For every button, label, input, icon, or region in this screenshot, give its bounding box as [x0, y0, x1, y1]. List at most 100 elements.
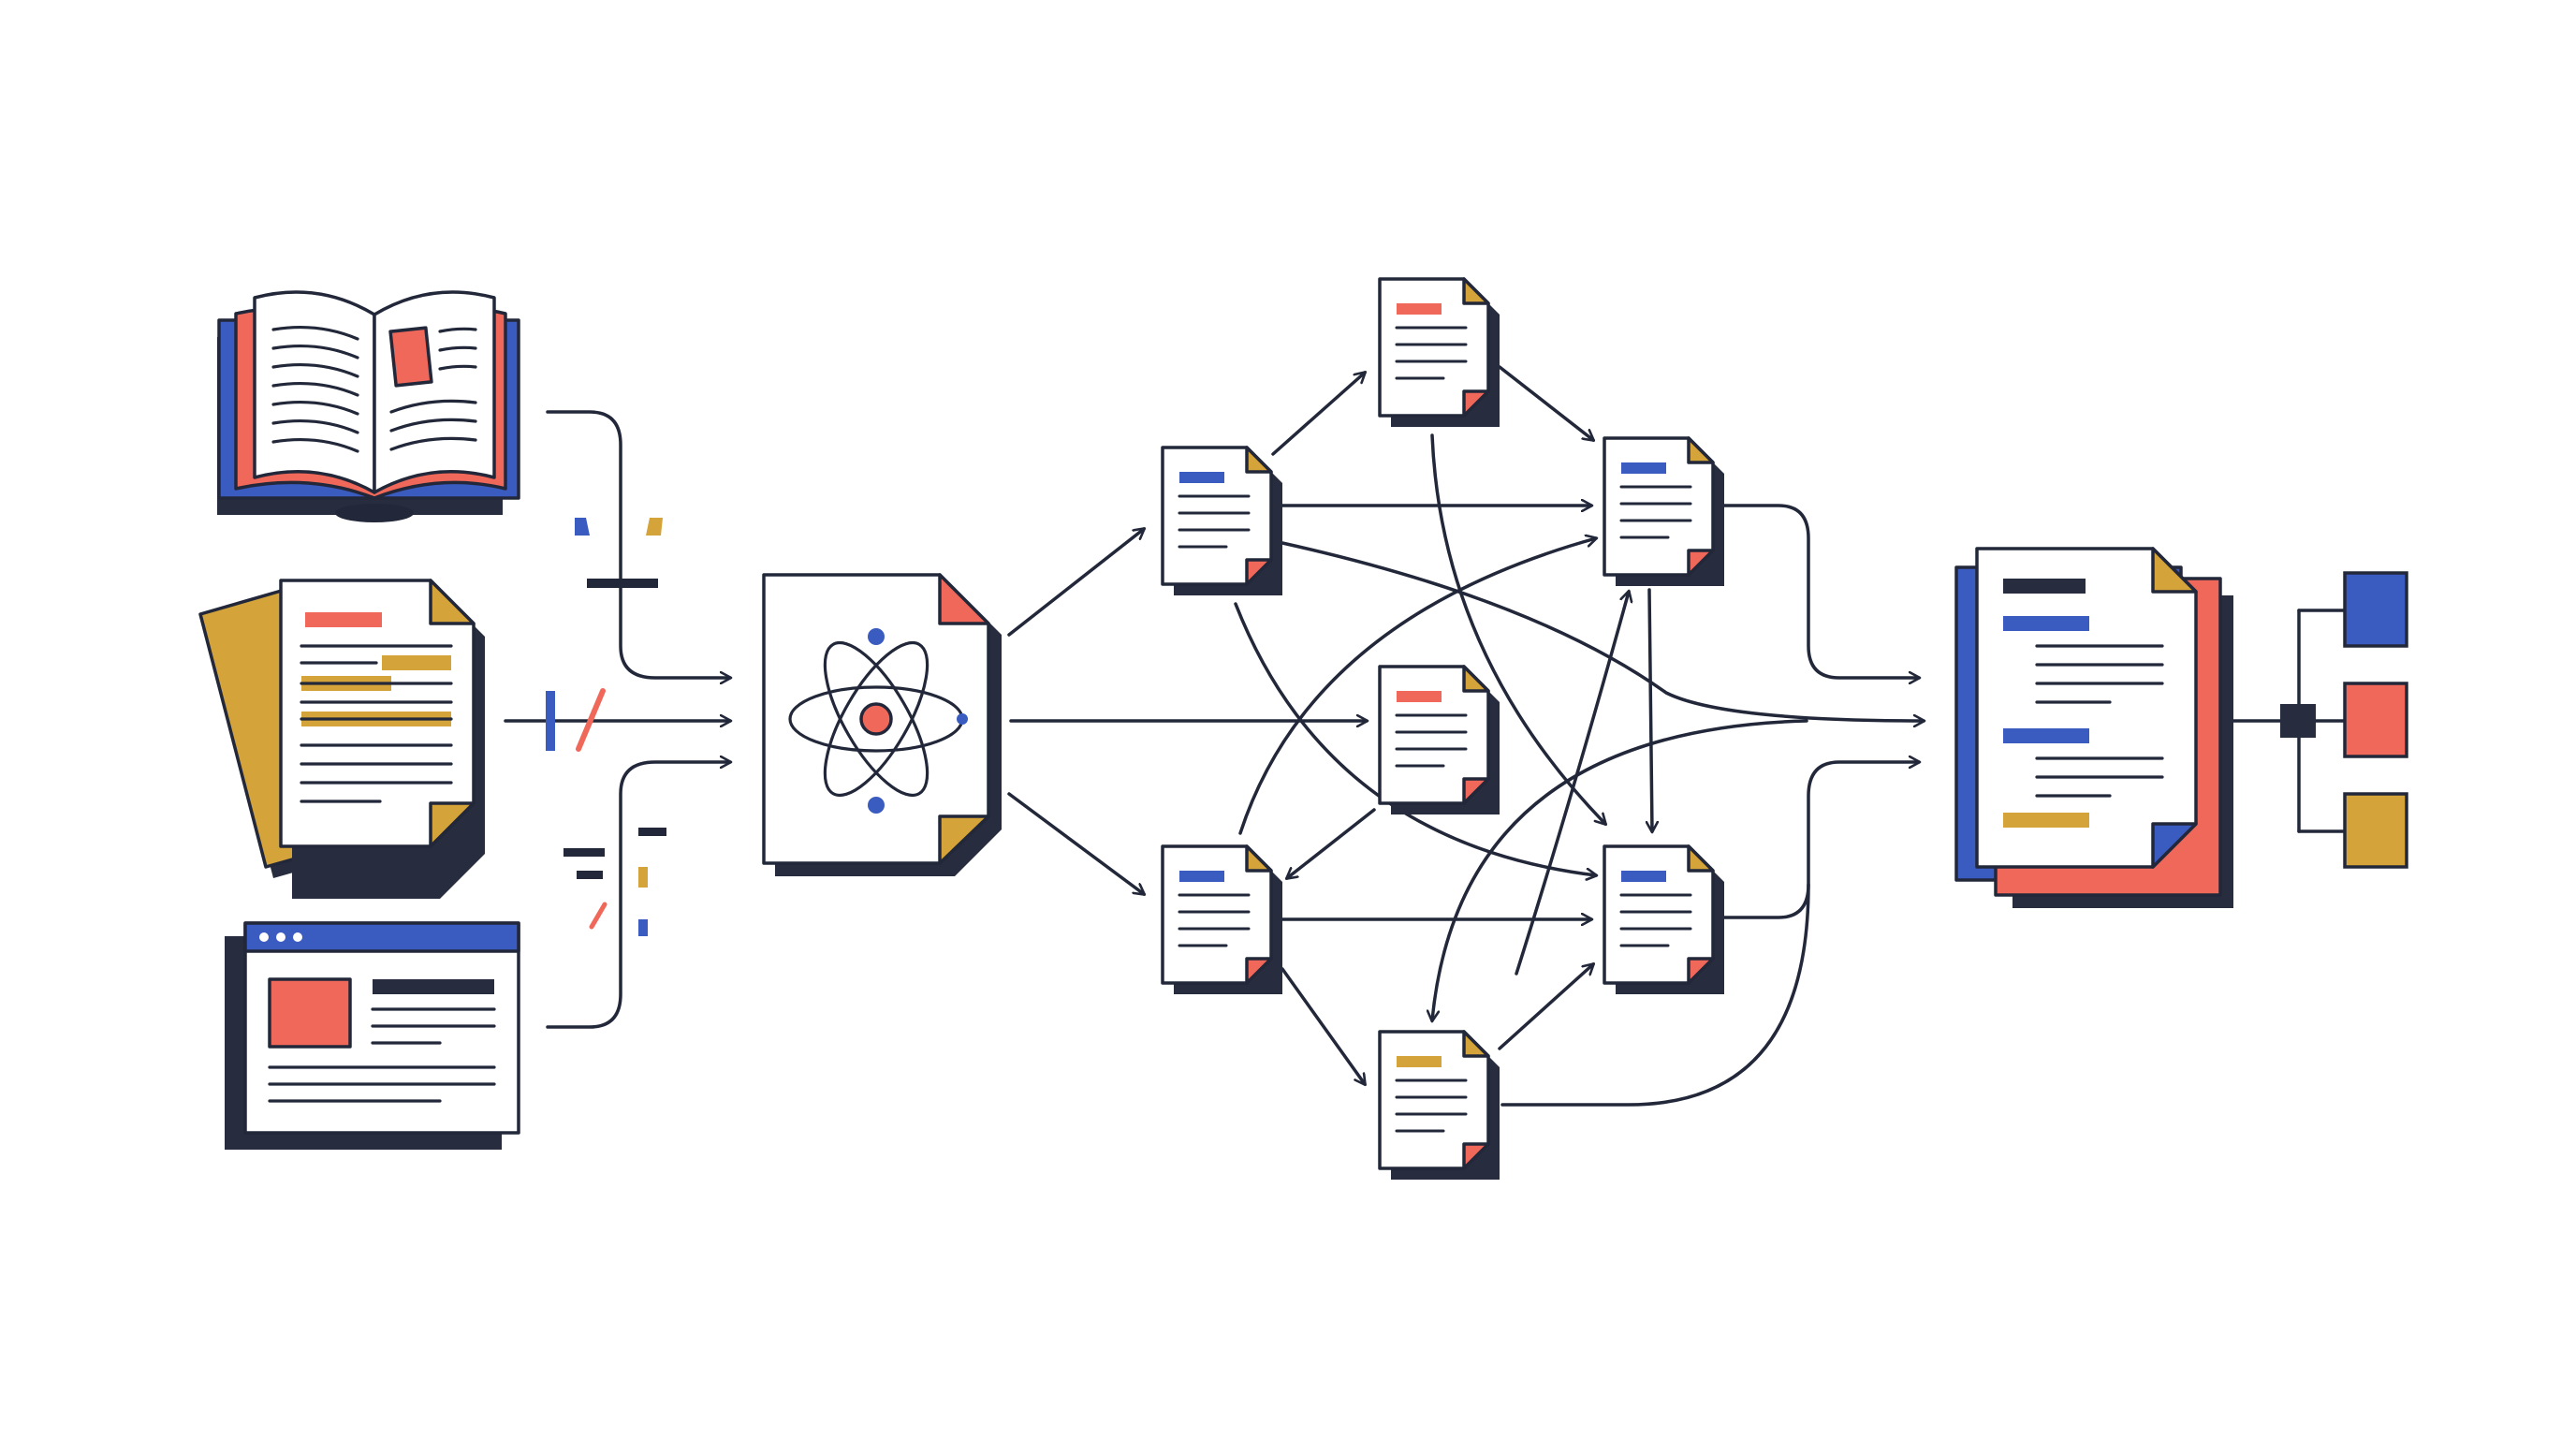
dash-blue-mid: [546, 691, 555, 751]
node-fold-bottom: [1462, 1142, 1490, 1170]
document-node-n4: [1378, 665, 1500, 814]
document-node-n7: [1378, 1030, 1500, 1180]
report-title-bar: [2003, 579, 2086, 594]
edge-out-n7: [1432, 719, 1808, 1020]
node-fold-top: [1687, 844, 1715, 873]
edge-n3-n6: [1649, 588, 1652, 831]
edge-book-hub: [546, 410, 730, 678]
node-fold-top: [1462, 1030, 1490, 1058]
node-accent-bar: [1397, 303, 1442, 315]
node-accent-bar: [1621, 871, 1666, 882]
paper-fold-top: [429, 579, 476, 625]
graph-nodes: [1161, 277, 1724, 1180]
dash-coral-mid: [576, 688, 606, 752]
browser-window-icon: [225, 921, 520, 1150]
highlighted-document-icon: [198, 579, 485, 899]
paper-fold-bottom: [429, 801, 476, 848]
dash-blue-top: [575, 518, 590, 536]
book-right-page: [373, 290, 496, 494]
edge-n2-n3: [1498, 365, 1593, 440]
hierarchy-tree-icon: [2280, 571, 2408, 869]
atom-document-icon: [762, 573, 1002, 876]
report-text-lines: [2035, 644, 2164, 798]
atom-electron-right: [957, 713, 968, 725]
tree-junction: [2280, 704, 2316, 738]
paper-title-bar: [305, 612, 382, 627]
browser-dot-1: [259, 932, 269, 942]
report-fold-bottom: [2151, 822, 2198, 869]
edge-n6-out: [1720, 762, 1919, 919]
edge-web-hub: [546, 762, 730, 1029]
node-fold-bottom: [1245, 558, 1273, 586]
node-accent-bar: [1179, 472, 1224, 483]
book-text-lines: [271, 325, 477, 453]
dash-ink-2: [564, 848, 605, 857]
report-fold-top: [2151, 547, 2198, 594]
atom-electron-bottom: [868, 797, 885, 814]
browser-heading-bar: [373, 979, 494, 994]
token-dashes: [546, 518, 666, 936]
report-stack-icon: [1954, 547, 2233, 908]
browser-text-lines: [268, 1007, 496, 1103]
dash-mustard-top: [646, 518, 663, 536]
node-fold-bottom: [1687, 549, 1715, 577]
dash-ink-3: [577, 871, 603, 879]
edge-n4-n5: [1287, 808, 1376, 878]
open-book-icon: [217, 290, 520, 522]
edge-n1-n6: [1234, 602, 1596, 875]
book-left-page: [253, 290, 376, 494]
edge-n7-n3: [1515, 592, 1629, 976]
node-fold-bottom: [1462, 389, 1490, 418]
node-fold-bottom: [1245, 957, 1273, 985]
node-accent-bar: [1179, 871, 1224, 882]
document-node-n3: [1603, 436, 1724, 586]
atom-electron-top: [868, 628, 885, 645]
tree-block-blue: [2343, 571, 2408, 648]
document-node-n2: [1378, 277, 1500, 427]
tree-block-coral: [2343, 682, 2408, 758]
browser-dot-2: [276, 932, 285, 942]
node-accent-bar: [1621, 462, 1666, 474]
atom-nucleus: [859, 702, 893, 736]
dash-ink-1: [638, 828, 666, 836]
dash-ink-bar-top: [587, 579, 658, 588]
edge-n5-n7: [1281, 967, 1365, 1084]
edge-n3-out: [1720, 504, 1919, 678]
hub-fold-top: [938, 573, 990, 625]
node-fold-top: [1245, 446, 1273, 474]
dash-coral-low: [589, 902, 607, 930]
browser-titlebar: [243, 921, 520, 953]
edge-n2-n6: [1430, 433, 1605, 824]
node-fold-top: [1245, 844, 1273, 873]
node-fold-bottom: [1687, 957, 1715, 985]
document-node-n1: [1161, 446, 1282, 595]
edge-n1-out: [1281, 541, 1924, 721]
dash-blue-low: [638, 919, 648, 936]
tree-block-mustard: [2343, 792, 2408, 869]
book-figure: [388, 326, 433, 388]
edge-n7-n6: [1498, 964, 1593, 1050]
report-blue-bar-1: [2003, 616, 2089, 631]
dash-mustard-low: [638, 867, 648, 888]
edge-hub-n5: [1007, 792, 1144, 894]
edge-n1-n2: [1271, 373, 1365, 456]
node-fold-bottom: [1462, 777, 1490, 805]
book-spine-base: [335, 504, 414, 522]
edge-hub-n1: [1007, 529, 1144, 637]
node-accent-bar: [1397, 691, 1442, 702]
node-accent-bar: [1397, 1056, 1442, 1067]
paper-highlight-1: [382, 655, 451, 670]
document-node-n6: [1603, 844, 1724, 994]
edge-n7-out: [1500, 883, 1810, 1107]
browser-image: [268, 977, 352, 1049]
browser-dot-3: [293, 932, 302, 942]
edge-n5-n3: [1238, 538, 1596, 835]
report-blue-bar-2: [2003, 728, 2089, 743]
document-node-n5: [1161, 844, 1282, 994]
paper-text-lines: [300, 644, 453, 803]
node-fold-top: [1462, 277, 1490, 305]
hub-fold-bottom: [938, 814, 990, 865]
node-fold-top: [1687, 436, 1715, 464]
